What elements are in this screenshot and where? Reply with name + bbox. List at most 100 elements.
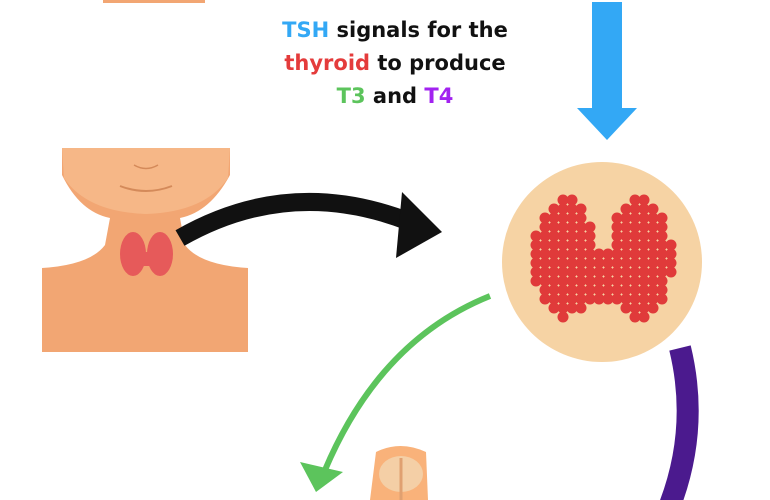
thyroid-follicle <box>602 248 614 260</box>
thyroid-follicle <box>593 293 605 305</box>
thyroid-follicle <box>656 221 668 233</box>
thyroid-follicle <box>656 266 668 278</box>
thyroid-follicle <box>611 230 623 242</box>
thyroid-follicle <box>575 248 587 260</box>
thyroid-follicle <box>593 266 605 278</box>
thyroid-follicle <box>539 293 551 305</box>
thyroid-follicle <box>629 230 641 242</box>
thyroid-follicle <box>620 203 632 215</box>
thyroid-follicle <box>629 311 641 323</box>
thyroid-follicle <box>584 275 596 287</box>
thyroid-follicle <box>557 284 569 296</box>
thyroid-follicle <box>575 293 587 305</box>
thyroid-follicle <box>584 257 596 269</box>
thyroid-follicle <box>656 239 668 251</box>
thyroid-follicle <box>638 311 650 323</box>
thyroid-follicle <box>638 257 650 269</box>
thyroid-follicle <box>638 239 650 251</box>
thyroid-follicle <box>566 239 578 251</box>
thyroid-follicle <box>629 212 641 224</box>
thyroid-follicle <box>629 194 641 206</box>
thyroid-follicle <box>620 284 632 296</box>
thyroid-follicle <box>539 248 551 260</box>
thyroid-follicle <box>620 230 632 242</box>
thyroid-follicle <box>575 284 587 296</box>
thyroid-follicle <box>566 194 578 206</box>
thyroid-follicle <box>602 257 614 269</box>
thyroid-follicle <box>656 212 668 224</box>
black-curved-arrow <box>175 192 442 258</box>
thyroid-gland-icon <box>530 194 677 323</box>
thyroid-follicle <box>557 248 569 260</box>
thyroid-follicle <box>629 203 641 215</box>
neck-thyroid-icon <box>120 232 173 276</box>
thyroid-follicle <box>539 257 551 269</box>
thyroid-follicle <box>656 293 668 305</box>
thyroid-follicle <box>566 230 578 242</box>
thyroid-follicle <box>557 275 569 287</box>
thyroid-follicle <box>611 266 623 278</box>
thyroid-follicle <box>647 284 659 296</box>
thyroid-follicle <box>665 248 677 260</box>
thyroid-follicle <box>629 248 641 260</box>
thyroid-follicle <box>620 275 632 287</box>
thyroid-follicle <box>557 203 569 215</box>
thyroid-follicle <box>611 212 623 224</box>
thyroid-follicle <box>638 248 650 260</box>
thyroid-follicle <box>629 302 641 314</box>
thyroid-follicle <box>620 248 632 260</box>
thyroid-follicle <box>620 266 632 278</box>
thyroid-follicle <box>566 302 578 314</box>
thyroid-follicle <box>575 230 587 242</box>
thyroid-follicle <box>566 203 578 215</box>
thyroid-follicle <box>665 266 677 278</box>
thyroid-follicle <box>638 203 650 215</box>
thyroid-follicle <box>530 239 542 251</box>
thyroid-follicle <box>647 266 659 278</box>
thyroid-follicle <box>611 293 623 305</box>
thyroid-follicle <box>647 293 659 305</box>
thyroid-follicle <box>566 275 578 287</box>
thyroid-follicle <box>575 203 587 215</box>
thyroid-follicle <box>629 275 641 287</box>
thyroid-follicle <box>566 293 578 305</box>
thyroid-follicle <box>584 266 596 278</box>
caption-text: and <box>365 84 425 108</box>
thyroid-follicle <box>557 266 569 278</box>
thyroid-follicle <box>566 257 578 269</box>
thyroid-follicle <box>530 275 542 287</box>
thyroid-follicle <box>647 257 659 269</box>
thyroid-follicle <box>638 275 650 287</box>
caption-line-1: TSH signals for the <box>255 14 535 47</box>
thyroid-follicle <box>539 212 551 224</box>
thyroid-follicle <box>629 284 641 296</box>
thyroid-follicle <box>557 293 569 305</box>
thyroid-follicle <box>539 230 551 242</box>
thyroid-follicle <box>566 266 578 278</box>
thyroid-follicle <box>620 221 632 233</box>
thyroid-follicle <box>557 311 569 323</box>
caption: TSH signals for the thyroid to produce T… <box>255 14 535 113</box>
thyroid-follicle <box>611 239 623 251</box>
thyroid-follicle <box>575 221 587 233</box>
thyroid-follicle <box>638 212 650 224</box>
thyroid-follicle <box>575 266 587 278</box>
thyroid-follicle <box>611 275 623 287</box>
thyroid-follicle <box>548 266 560 278</box>
thyroid-follicle <box>647 239 659 251</box>
thyroid-follicle <box>638 194 650 206</box>
thyroid-follicle <box>638 284 650 296</box>
thyroid-follicle <box>647 212 659 224</box>
thyroid-follicle <box>593 275 605 287</box>
thyroid-follicle <box>557 302 569 314</box>
thyroid-follicle <box>656 257 668 269</box>
thyroid-follicle <box>539 275 551 287</box>
thyroid-follicle <box>602 293 614 305</box>
thyroid-follicle <box>638 221 650 233</box>
thyroid-follicle <box>647 203 659 215</box>
caption-text: to produce <box>370 51 506 75</box>
thyroid-follicle <box>530 266 542 278</box>
thyroid-follicle <box>647 248 659 260</box>
thyroid-follicle <box>638 293 650 305</box>
